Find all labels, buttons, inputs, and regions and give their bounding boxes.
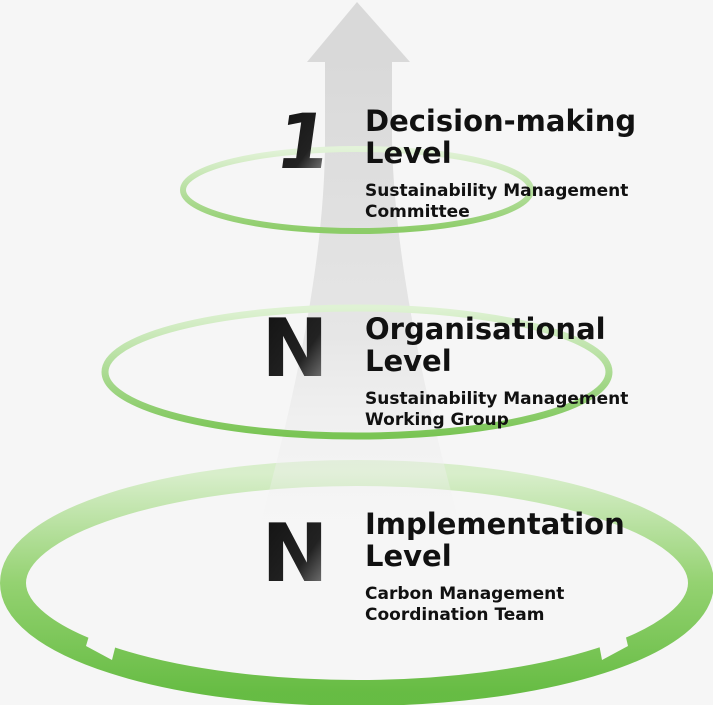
- level-subtitle: Sustainability Management Working Group: [365, 389, 629, 430]
- level-decision-making: Decision-making Level Sustainability Man…: [365, 105, 705, 223]
- level-implementation: Implementation Level Carbon Management C…: [365, 508, 705, 626]
- marker-organisational: N: [262, 302, 329, 395]
- upward-arrow: [250, 2, 470, 560]
- level-title: Decision-making Level: [365, 104, 637, 170]
- level-organisational: Organisational Level Sustainability Mana…: [365, 313, 705, 431]
- level-subtitle: Sustainability Management Committee: [365, 181, 629, 222]
- marker-decision-making: 1: [271, 98, 336, 187]
- level-subtitle: Carbon Management Coordination Team: [365, 584, 565, 625]
- marker-implementation: N: [262, 507, 329, 600]
- level-title: Implementation Level: [365, 507, 625, 573]
- ring-organisational: [101, 304, 613, 440]
- ring-decision-making: [180, 146, 534, 234]
- level-title: Organisational Level: [365, 312, 606, 378]
